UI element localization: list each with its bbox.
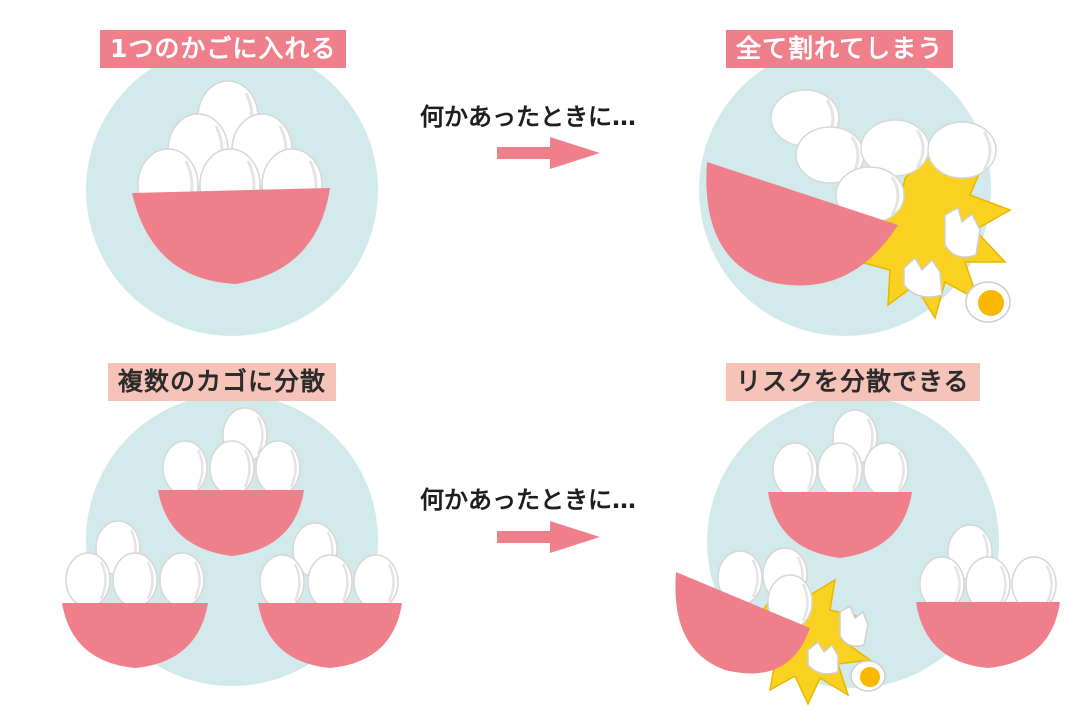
- bowl-icon: [62, 603, 208, 668]
- panel-all-broken: [699, 44, 1012, 336]
- arrow-right-icon: [497, 521, 600, 553]
- label-single-basket: 1つのかごに入れる: [100, 30, 347, 68]
- bowl-icon: [916, 602, 1060, 668]
- egg-icon: [258, 553, 306, 611]
- egg-icon: [352, 553, 400, 611]
- caption-bottom: 何かあったときに…: [420, 486, 636, 514]
- egg-icon: [306, 553, 354, 611]
- egg-icon: [771, 441, 819, 499]
- egg-icon: [816, 441, 864, 499]
- bowl-icon: [258, 603, 402, 668]
- cracked-egg-icon: [903, 206, 1011, 323]
- label-risk-spread: リスクを分散できる: [726, 363, 980, 401]
- egg-icon: [161, 439, 209, 497]
- egg-icon: [862, 441, 910, 499]
- egg-icon: [158, 551, 206, 609]
- panel-single-basket: [86, 44, 378, 336]
- bowl-icon: [158, 490, 304, 556]
- panel-multiple-baskets: [62, 394, 402, 686]
- arrow-right-icon: [497, 137, 600, 169]
- egg-icon: [64, 551, 112, 609]
- label-all-broken: 全て割れてしまう: [726, 30, 954, 68]
- egg-icon: [254, 439, 302, 497]
- cracked-egg-icon: [807, 604, 886, 692]
- egg-icon: [926, 120, 998, 180]
- egg-icon: [111, 551, 159, 609]
- egg-icon: [208, 439, 256, 497]
- bowl-icon: [675, 572, 810, 674]
- caption-top: 何かあったときに…: [420, 103, 636, 131]
- label-multiple-baskets: 複数のカゴに分散: [108, 363, 337, 401]
- bowl-icon: [706, 162, 898, 286]
- bowl-icon: [132, 188, 330, 284]
- bowl-icon: [768, 492, 912, 558]
- panel-risk-spread: [675, 396, 1060, 706]
